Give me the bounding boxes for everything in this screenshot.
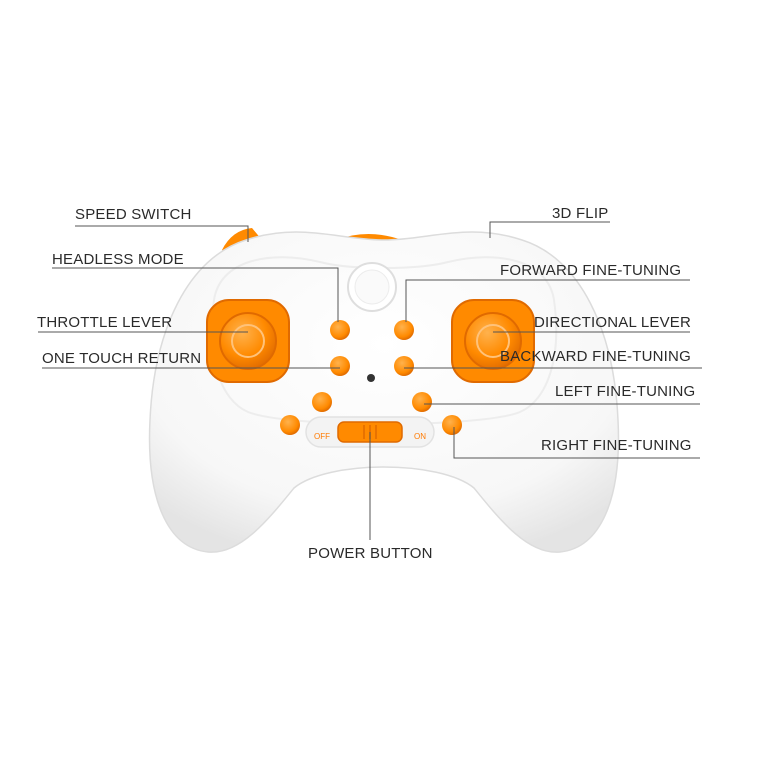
leader-headless-mode: [52, 267, 339, 322]
label-3d-flip: 3D FLIP: [552, 205, 609, 222]
label-forward-fine-tuning: FORWARD FINE-TUNING: [500, 262, 682, 279]
label-left-fine-tuning: LEFT FINE-TUNING: [555, 383, 696, 400]
left-trim-button[interactable]: [312, 392, 332, 412]
label-headless-mode: HEADLESS MODE: [52, 251, 184, 268]
controller-face-panel: [210, 256, 558, 425]
throttle-lever[interactable]: [206, 299, 290, 383]
status-led: [367, 374, 375, 382]
label-throttle-lever: THROTTLE LEVER: [37, 314, 173, 331]
label-one-touch-return: ONE TOUCH RETURN: [42, 350, 202, 367]
leader-3d-flip: [489, 221, 610, 238]
right-fine-tuning-button[interactable]: [442, 415, 462, 435]
leader-speed-switch: [75, 225, 249, 242]
label-speed-switch: SPEED SWITCH: [75, 206, 192, 223]
one-touch-return-button[interactable]: [330, 356, 350, 376]
label-backward-fine-tuning: BACKWARD FINE-TUNING: [500, 348, 691, 365]
switch-off-label: OFF: [314, 432, 330, 441]
label-directional-lever: DIRECTIONAL LEVER: [534, 314, 692, 331]
leader-right-fine-tuning: [453, 427, 700, 459]
face-buttons: [280, 320, 462, 435]
directional-lever[interactable]: [451, 299, 535, 383]
switch-on-label: ON: [414, 432, 426, 441]
headless-mode-button[interactable]: [330, 320, 350, 340]
left-fine-tuning-button[interactable]: [412, 392, 432, 412]
backward-fine-tuning-button[interactable]: [394, 356, 414, 376]
forward-fine-tuning-button[interactable]: [394, 320, 414, 340]
bottom-left-button[interactable]: [280, 415, 300, 435]
label-power-button: POWER BUTTON: [308, 545, 433, 562]
leader-forward-fine-tuning: [405, 279, 690, 322]
center-round-button[interactable]: [347, 262, 397, 312]
leader-lines: [38, 221, 702, 540]
label-right-fine-tuning: RIGHT FINE-TUNING: [541, 437, 692, 454]
